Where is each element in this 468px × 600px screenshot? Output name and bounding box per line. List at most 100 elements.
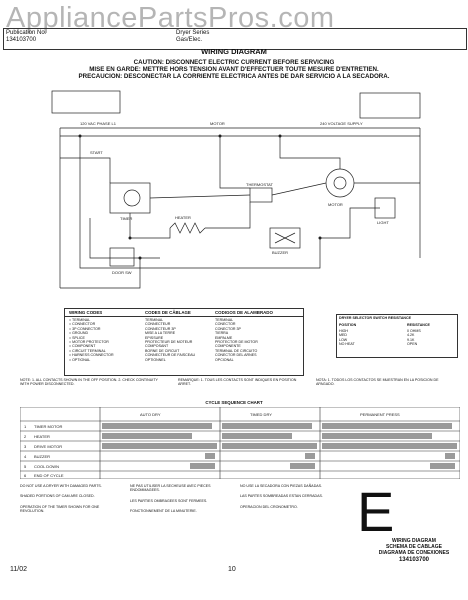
- footer-date: 11/02: [10, 566, 27, 573]
- header-left-line1: Publication No.: [6, 30, 47, 36]
- resistance-value: 4.2K: [407, 333, 415, 338]
- wiring-code-row-es: CONECTOR: [215, 322, 236, 327]
- wiring-code-row-fr: CONNECTEUR 3P: [145, 326, 176, 331]
- resistance-position: LOW: [339, 337, 348, 342]
- wiring-code-row-es: TERMINAL: [215, 318, 234, 322]
- resistance-header-position: POSITION: [339, 323, 357, 327]
- cycle-row-name: END OF CYCLE: [34, 473, 64, 478]
- header-left: Publication No. 134103700: [6, 30, 46, 44]
- cycle-sequence-chart: AUTO DRY TIMED DRY PERMANENT PRESS 1 TIM…: [20, 407, 460, 479]
- wiring-code-row: = SPLICE: [69, 335, 85, 340]
- wiring-code-row-fr: EPISSURE: [145, 335, 164, 340]
- cycle-label-auto: AUTO DRY: [140, 412, 161, 417]
- wiring-code-row-es: TERMINAL DE CIRCUITO: [215, 348, 258, 353]
- label-light: LIGHT: [377, 220, 389, 225]
- cycle-row-name: BUZZER: [34, 454, 50, 459]
- heater-symbol: [169, 222, 206, 234]
- wiring-code-row: = OPTIONAL: [69, 357, 91, 362]
- wiring-code-row-es: EMPALME: [215, 335, 233, 340]
- resistance-value: 9.1K: [407, 337, 415, 342]
- bottom-note: DO NOT USE A DRYER WITH DAMAGED PARTS.: [20, 484, 102, 488]
- bottom-notes-col2: NE PAS UTILISER LA SECHEUSE AVEC PIECES …: [130, 484, 230, 514]
- wiring-code-row: = COMPONENT: [69, 344, 96, 349]
- wiring-code-row-es: CONECTOR 3P: [215, 326, 241, 331]
- label-heater: HEATER: [175, 215, 191, 220]
- bottom-note: OPERACION DEL CRONOMETRO.: [240, 504, 298, 509]
- wiring-code-row-fr: CONNECTEUR DE FAISCEAU: [145, 353, 196, 358]
- wiring-codes-header-en: WIRING CODES: [69, 310, 103, 315]
- wiring-code-row: = CONNECTOR: [69, 322, 96, 327]
- wiring-code-row-fr: CONNECTEUR: [145, 322, 171, 327]
- bottom-note: NO USE LA SECADORA CON PIEZAS DAÑADAS.: [240, 484, 323, 488]
- wiring-code-row-fr: MISE A LA TERRE: [145, 331, 176, 336]
- cycle-chart-title: CYCLE SEQUENCE CHART: [205, 400, 263, 405]
- wiring-code-row-fr: PROTECTEUR DE MOTEUR: [145, 340, 193, 345]
- wiring-codes-table: WIRING CODES CODES DE CÂBLAGE CODIGOS DE…: [64, 308, 304, 376]
- cycle-label-perm: PERMANENT PRESS: [360, 412, 400, 417]
- diagram-letter: E: [357, 480, 395, 543]
- caution-spanish: PRECAUCION: DESCONECTAR LA CORRIENTE ELE…: [78, 73, 390, 80]
- label-rail-mid: MOTOR: [210, 121, 225, 126]
- motor-symbol: [325, 168, 355, 198]
- cycle-row-name: HEATER: [34, 434, 50, 439]
- thermostat-symbol: [249, 187, 273, 203]
- cycle-row-name: DRIVE MOTOR: [34, 444, 62, 449]
- wiring-code-row-es: OPCIONAL: [215, 357, 234, 362]
- bottom-notes-col1: DO NOT USE A DRYER WITH DAMAGED PARTS. S…: [20, 484, 120, 514]
- footer-title-fr: SCHEMA DE CABLAGE: [386, 544, 442, 550]
- timer-symbol: [123, 189, 141, 207]
- note-right: NOTA: 1. TODOS LOS CONTACTOS SE MUESTRAN…: [316, 378, 439, 387]
- wiring-codes-header-es: CODIGOS DE ALAMBRADO: [215, 310, 273, 315]
- resistance-value: 0 OHMS: [407, 329, 421, 333]
- resistance-position: NO HEAT: [339, 342, 355, 347]
- bottom-note: SHADED PORTIONS OF CAM ARE CLOSED.: [20, 494, 95, 499]
- resistance-title: DRYER SELECTOR SWITCH RESISTANCE: [339, 316, 412, 320]
- cycle-row-num: 6: [24, 473, 27, 478]
- bottom-note: FONCTIONNEMENT DE LA MINUTERIE.: [130, 509, 197, 514]
- footer-page-number: 10: [228, 566, 236, 573]
- caution-english: CAUTION: DISCONNECT ELECTRIC CURRENT BEF…: [133, 59, 335, 66]
- cycle-row-num: 5: [24, 464, 27, 469]
- schematic-note-box: [51, 90, 121, 114]
- wiring-schematic: 120 VAC PHASE L1 MOTOR 240 VOLTAGE SUPPL…: [51, 90, 421, 289]
- wiring-code-row-es: PROTECTOR DE MOTOR: [215, 340, 258, 345]
- wiring-code-row-fr: TERMINAL: [145, 318, 164, 322]
- header-mid-line1: Dryer Series: [176, 30, 210, 36]
- cycle-label-timed: TIMED DRY: [250, 412, 272, 417]
- wiring-code-row-fr: BORNE DE CIRCUIT: [145, 348, 180, 353]
- header-box: [3, 28, 467, 50]
- wiring-code-row: = TERMINAL: [69, 318, 91, 322]
- wiring-code-row: = GROUND: [69, 331, 89, 336]
- note-mid: REMARQUE: 1. TOUS LES CONTACTS SONT INDI…: [178, 378, 297, 387]
- header-mid: Dryer Series Gas/Elec.: [176, 30, 209, 44]
- label-door-switch: DOOR SW: [112, 270, 132, 275]
- bottom-note: LES PARTIES OMBRAGEES SONT FERMEES.: [130, 498, 208, 503]
- label-rail-right: 240 VOLTAGE SUPPLY: [320, 121, 363, 126]
- footer-title-en: WIRING DIAGRAM: [392, 538, 436, 544]
- cycle-row-num: 3: [24, 444, 27, 449]
- resistance-position: MED: [339, 333, 347, 338]
- bottom-notes-col3: NO USE LA SECADORA CON PIEZAS DAÑADAS. L…: [240, 484, 340, 509]
- wiring-code-row-fr: OPTIONNEL: [145, 357, 166, 362]
- cycle-row-name: TIMER MOTOR: [34, 424, 62, 429]
- label-timer: TIMER: [120, 216, 133, 221]
- label-thermostat: THERMOSTAT: [246, 182, 274, 187]
- diagram-title: WIRING DIAGRAM: [201, 47, 267, 56]
- note-left: NOTE: 1. ALL CONTACTS SHOWN IN THE OFF P…: [20, 378, 158, 387]
- wiring-code-row: = HARNESS CONNECTOR: [69, 353, 114, 358]
- wiring-codes-header-fr: CODES DE CÂBLAGE: [145, 310, 191, 315]
- cycle-row-num: 2: [24, 434, 27, 439]
- bottom-note: LAS PARTES SOMBREADAS ESTAN CERRADAS.: [240, 494, 323, 499]
- wiring-code-row-es: CONECTOR DEL ARNES: [215, 353, 257, 358]
- resistance-position: HIGH: [339, 329, 348, 333]
- footer-part-number: 134103700: [398, 557, 430, 563]
- cycle-row-num: 1: [24, 424, 27, 429]
- label-start: START: [90, 150, 103, 155]
- wiring-code-row-es: COMPONENTE: [215, 344, 241, 349]
- wiring-code-row-es: TIERRA: [215, 331, 229, 336]
- cycle-row-num: 4: [24, 454, 27, 459]
- header-mid-line2: Gas/Elec.: [176, 37, 203, 43]
- footer-title-es: DIAGRAMA DE CONEXIONES: [378, 550, 450, 556]
- wiring-code-row: = 3P CONNECTOR: [69, 326, 101, 331]
- wiring-code-row-fr: COMPOSANT: [145, 344, 169, 349]
